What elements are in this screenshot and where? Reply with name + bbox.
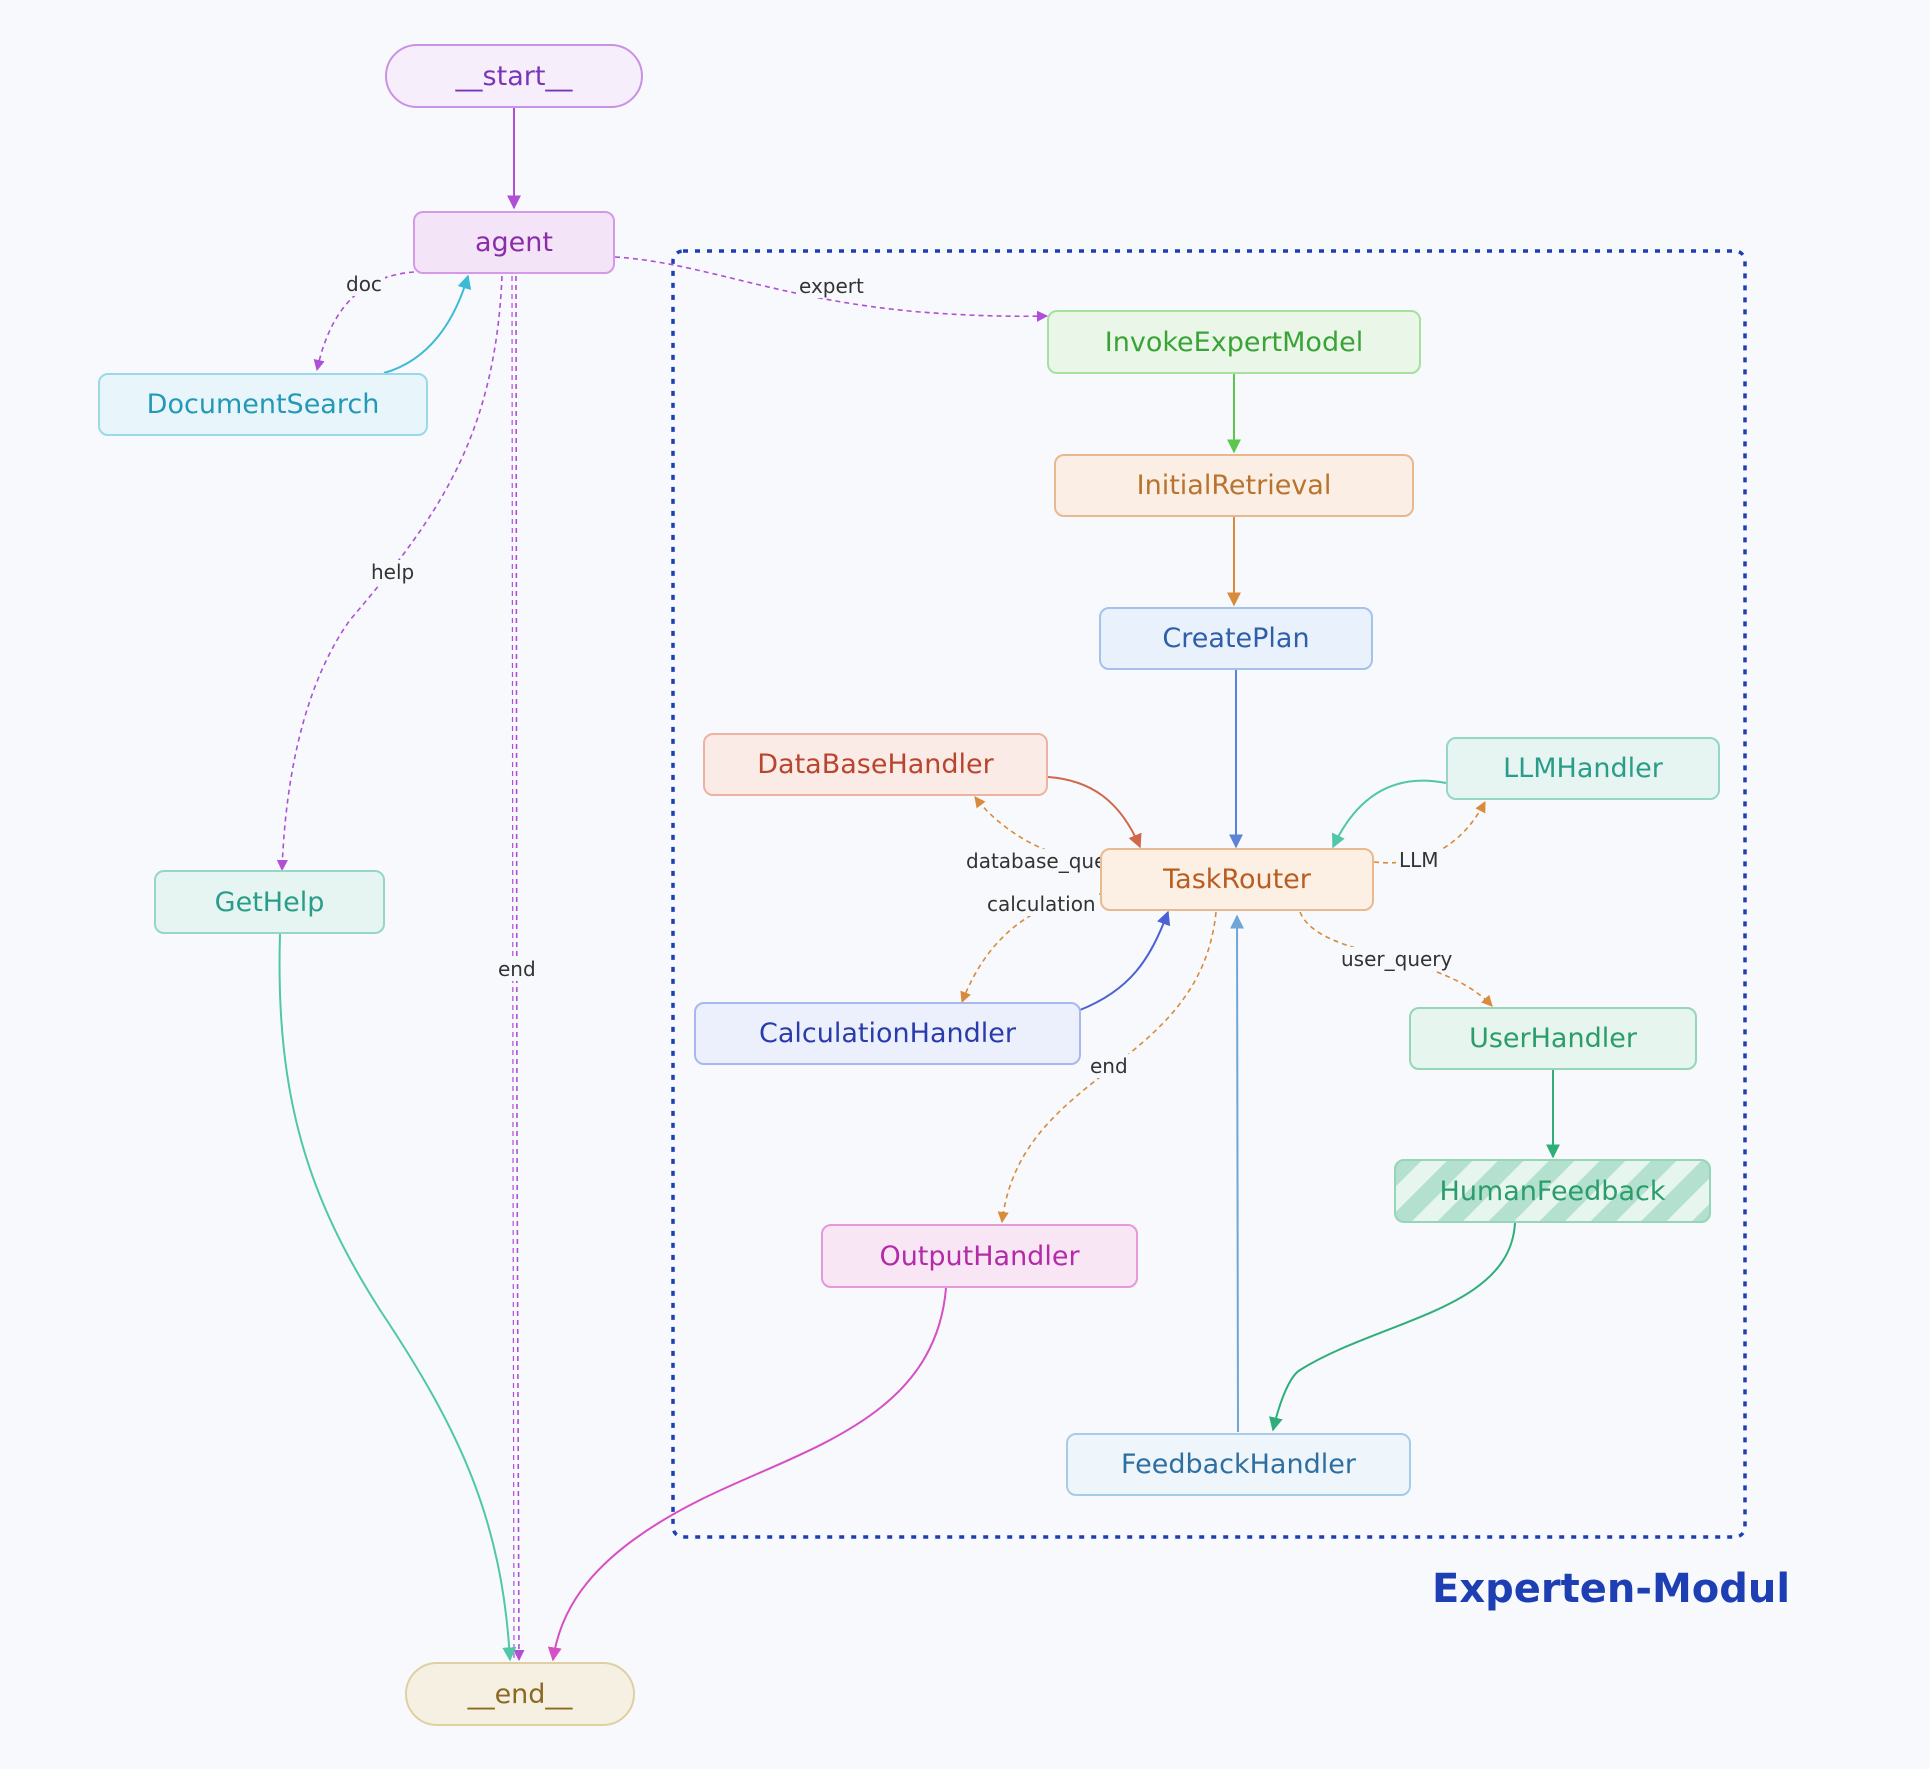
node-document-search-label: DocumentSearch: [146, 389, 380, 420]
edge-agent-end: [513, 275, 525, 1662]
edge-agent-gethelp: [276, 275, 503, 872]
edge-label-end-router: end: [1087, 1054, 1131, 1078]
node-llm-handler-label: LLMHandler: [1503, 753, 1663, 784]
node-calculation-handler[interactable]: CalculationHandler: [694, 1002, 1081, 1065]
edge-gethelp-end: [278, 933, 517, 1662]
edge-taskrouter-userhandler: [1299, 911, 1493, 1007]
node-calculation-handler-label: CalculationHandler: [759, 1018, 1016, 1049]
edge-agent-invokeexpert: [614, 256, 1049, 322]
node-start[interactable]: __start__: [385, 44, 643, 108]
edge-label-end-agent: end: [495, 957, 539, 981]
edge-label-help: help: [368, 560, 418, 584]
edge-outputhandler-end: [547, 1287, 947, 1662]
edge-llmhandler-taskrouter: [1332, 779, 1447, 849]
edge-databasehandler-taskrouter: [1047, 776, 1142, 849]
edge-label-database-query: database_que: [963, 849, 1110, 873]
node-initial-retrieval[interactable]: InitialRetrieval: [1054, 454, 1414, 517]
edge-label-expert: expert: [796, 274, 867, 298]
edge-label-user-query: user_query: [1338, 947, 1456, 971]
node-start-label: __start__: [455, 60, 573, 92]
node-get-help-label: GetHelp: [214, 886, 325, 918]
node-invoke-expert-model[interactable]: InvokeExpertModel: [1047, 310, 1421, 374]
node-document-search[interactable]: DocumentSearch: [98, 373, 428, 436]
edge-calculation-taskrouter: [1079, 910, 1171, 1011]
edge-agent-documentsearch: [313, 271, 415, 372]
node-get-help[interactable]: GetHelp: [154, 870, 385, 934]
node-output-handler-label: OutputHandler: [879, 1240, 1080, 1272]
node-task-router-label: TaskRouter: [1163, 864, 1311, 895]
node-output-handler[interactable]: OutputHandler: [821, 1224, 1138, 1288]
node-feedback-handler[interactable]: FeedbackHandler: [1066, 1433, 1411, 1496]
node-user-handler[interactable]: UserHandler: [1409, 1007, 1697, 1070]
edge-taskrouter-databasehandler: [974, 796, 1101, 861]
edge-agent-end-2: [511, 275, 515, 1661]
node-end-label: __end__: [467, 1678, 573, 1710]
node-llm-handler[interactable]: LLMHandler: [1446, 737, 1720, 800]
edge-label-llm: LLM: [1396, 848, 1442, 872]
node-create-plan[interactable]: CreatePlan: [1099, 607, 1373, 670]
node-database-handler-label: DataBaseHandler: [757, 749, 994, 780]
edge-humanfeedback-feedbackhandler: [1269, 1222, 1516, 1432]
edge-label-doc: doc: [343, 272, 385, 296]
node-create-plan-label: CreatePlan: [1162, 623, 1310, 654]
node-agent-label: agent: [475, 227, 553, 258]
node-initial-retrieval-label: InitialRetrieval: [1136, 470, 1332, 501]
module-title: Experten-Modul: [1432, 1566, 1791, 1612]
edge-taskrouter-llmhandler: [1373, 801, 1486, 864]
edge-label-calculation: calculation: [984, 892, 1099, 916]
edge-documentsearch-agent: [383, 274, 472, 374]
node-user-handler-label: UserHandler: [1469, 1023, 1637, 1054]
node-agent[interactable]: agent: [413, 211, 615, 274]
node-invoke-expert-model-label: InvokeExpertModel: [1104, 326, 1364, 358]
node-human-feedback[interactable]: HumanFeedback: [1394, 1159, 1711, 1223]
node-end[interactable]: __end__: [405, 1662, 635, 1726]
node-task-router[interactable]: TaskRouter: [1100, 848, 1374, 911]
node-human-feedback-label: HumanFeedback: [1439, 1175, 1666, 1207]
edge-feedbackhandler-taskrouter: [1230, 914, 1245, 1433]
node-feedback-handler-label: FeedbackHandler: [1121, 1449, 1356, 1480]
node-database-handler[interactable]: DataBaseHandler: [703, 733, 1048, 796]
